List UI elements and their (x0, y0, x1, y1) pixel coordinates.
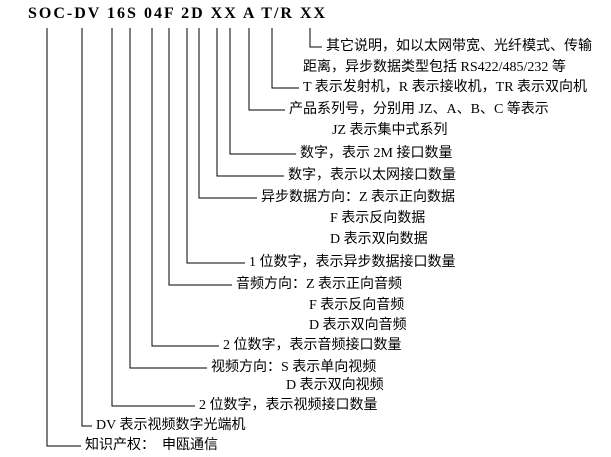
connector-video-count (111, 28, 195, 407)
label-async-direction: 异步数据方向：Z 表示正向数据 (261, 190, 456, 205)
label-series: 产品系列号，分别用 JZ、A、B、C 等表示 (289, 102, 549, 117)
label-async-direction-d: D 表示双向数据 (330, 232, 428, 247)
label-async-count: 1 位数字，表示异步数据接口数量 (249, 255, 456, 270)
label-dv-meaning: DV 表示视频数字光端机 (96, 418, 246, 433)
model-code: SOC-DV 16S 04F 2D XX A T/R XX (28, 5, 328, 22)
label-series-jz: JZ 表示集中式系列 (332, 123, 448, 138)
connector-series (248, 28, 285, 111)
connector-other-note (309, 28, 322, 48)
label-video-direction-d: D 表示双向视频 (286, 378, 384, 393)
connector-audio-count (151, 28, 219, 347)
label-audio-direction-d: D 表示双向音频 (309, 318, 407, 333)
connector-ethernet-count (216, 28, 284, 177)
connector-audio-direction (168, 28, 232, 286)
label-async-direction-f: F 表示反向数据 (330, 211, 426, 226)
connector-transceiver (271, 28, 299, 89)
label-transceiver: T 表示发射机，R 表示接收机，TR 表示双向机 (303, 80, 588, 95)
connector-async-count (186, 28, 245, 264)
label-other-note-line1: 其它说明，如以太网带宽、光纤模式、传输 (326, 39, 592, 54)
connector-e1-count (229, 28, 296, 155)
label-audio-count: 2 位数字，表示音频接口数量 (223, 338, 402, 353)
label-audio-direction: 音频方向：Z 表示正向音频 (236, 277, 403, 292)
label-video-count: 2 位数字，表示视频接口数量 (199, 398, 378, 413)
connector-async-direction (198, 28, 257, 199)
label-other-note-line2: 距离，异步数据类型包括 RS422/485/232 等 (303, 60, 566, 75)
connector-video-direction (129, 28, 207, 369)
label-ethernet-count: 数字，表示以太网接口数量 (288, 168, 456, 183)
label-ipr: 知识产权： 申瓯通信 (85, 438, 218, 453)
connector-ipr (46, 28, 81, 447)
label-e1-count: 数字，表示 2M 接口数量 (300, 146, 453, 161)
label-audio-direction-f: F 表示反向音频 (309, 298, 405, 313)
connector-dv-meaning (81, 28, 92, 427)
label-video-direction: 视频方向：S 表示单向视频 (211, 360, 377, 375)
